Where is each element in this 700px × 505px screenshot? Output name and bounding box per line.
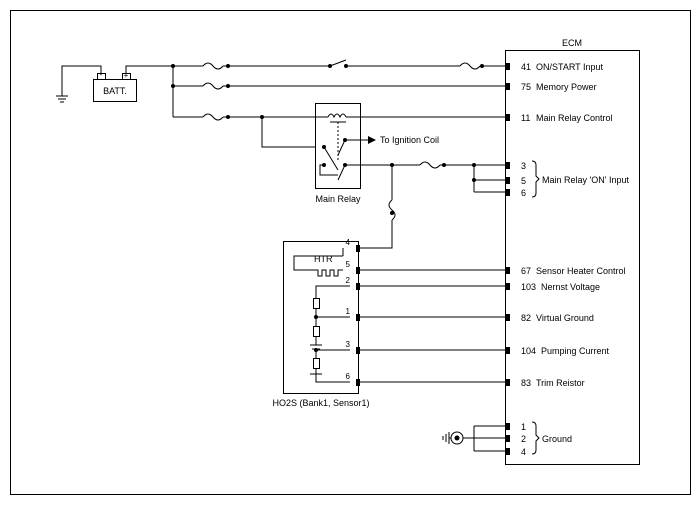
htr-label: HTR [314,254,333,264]
main-relay-box [315,103,361,189]
ecm-pin-75-num: 75 [521,82,531,92]
ecm-pin-104-name: Pumping Current [541,346,610,356]
ecm-pin-1-num: 1 [521,422,526,432]
chassis-ground [442,425,505,452]
ecm-pin-41-name: ON/START Input [536,62,604,72]
sensor-pin-2: 2 [346,276,351,285]
ho2s-sensor: HO2S (Bank1, Sensor1) HTR [272,241,370,408]
main-relay-label: Main Relay [315,194,361,204]
sensor-pin-4: 4 [346,238,351,247]
ecm-pin-83-name: Trim Reistor [536,378,585,388]
ecm-pin-labels: 41 ON/START Input 75 Memory Power 11 Mai… [521,62,629,457]
main-relay-on-label: Main Relay 'ON' Input [542,175,629,185]
ecm-module: ECM [505,38,640,465]
ecm-pin-67-num: 67 [521,266,531,276]
ecm-pin-104-num: 104 [521,346,536,356]
power-bus [171,59,505,148]
ecm-pin-103-name: Nernst Voltage [541,282,600,292]
ecm-pin-3-num: 3 [521,161,526,171]
ecm-pin-103-num: 103 [521,282,536,292]
battery-box [93,79,137,102]
ecm-pin-75-name: Memory Power [536,82,597,92]
ground-label: Ground [542,434,572,444]
ecm-pin-82-name: Virtual Ground [536,313,594,323]
ecm-pin-2-num: 2 [521,434,526,444]
ecm-pin-markers [505,63,510,455]
ho2s-label: HO2S (Bank1, Sensor1) [272,398,369,408]
ecm-pin-11-num: 11 [521,113,530,123]
diagram-frame [10,10,691,495]
sensor-pin-5: 5 [346,260,351,269]
ignition-coil-label: To Ignition Coil [380,135,439,145]
ecm-pin-11-name: Main Relay Control [536,113,613,123]
sensor-pin-1: 1 [346,307,351,316]
ecm-title: ECM [562,38,582,48]
ecm-box [505,50,640,465]
battery-label: BATT. [103,86,127,96]
main-relay: Main Relay To Ignition Coil [315,103,505,249]
battery: - + BATT. [56,65,173,103]
ecm-pin-41-num: 41 [521,62,531,72]
sensor-pin-6: 6 [346,372,351,381]
ecm-pin-67-name: Sensor Heater Control [536,266,626,276]
ecm-pin-5-num: 5 [521,176,526,186]
ecm-pin-83-num: 83 [521,378,531,388]
sensor-pins: 4 5 2 1 3 6 [346,238,505,386]
battery-pos-label: + [124,71,129,80]
battery-neg-label: - [100,70,103,79]
ecm-pin-82-num: 82 [521,313,531,323]
ecm-pin-6-num: 6 [521,188,526,198]
sensor-pin-3: 3 [346,340,351,349]
ecm-pin-4-num: 4 [521,447,526,457]
